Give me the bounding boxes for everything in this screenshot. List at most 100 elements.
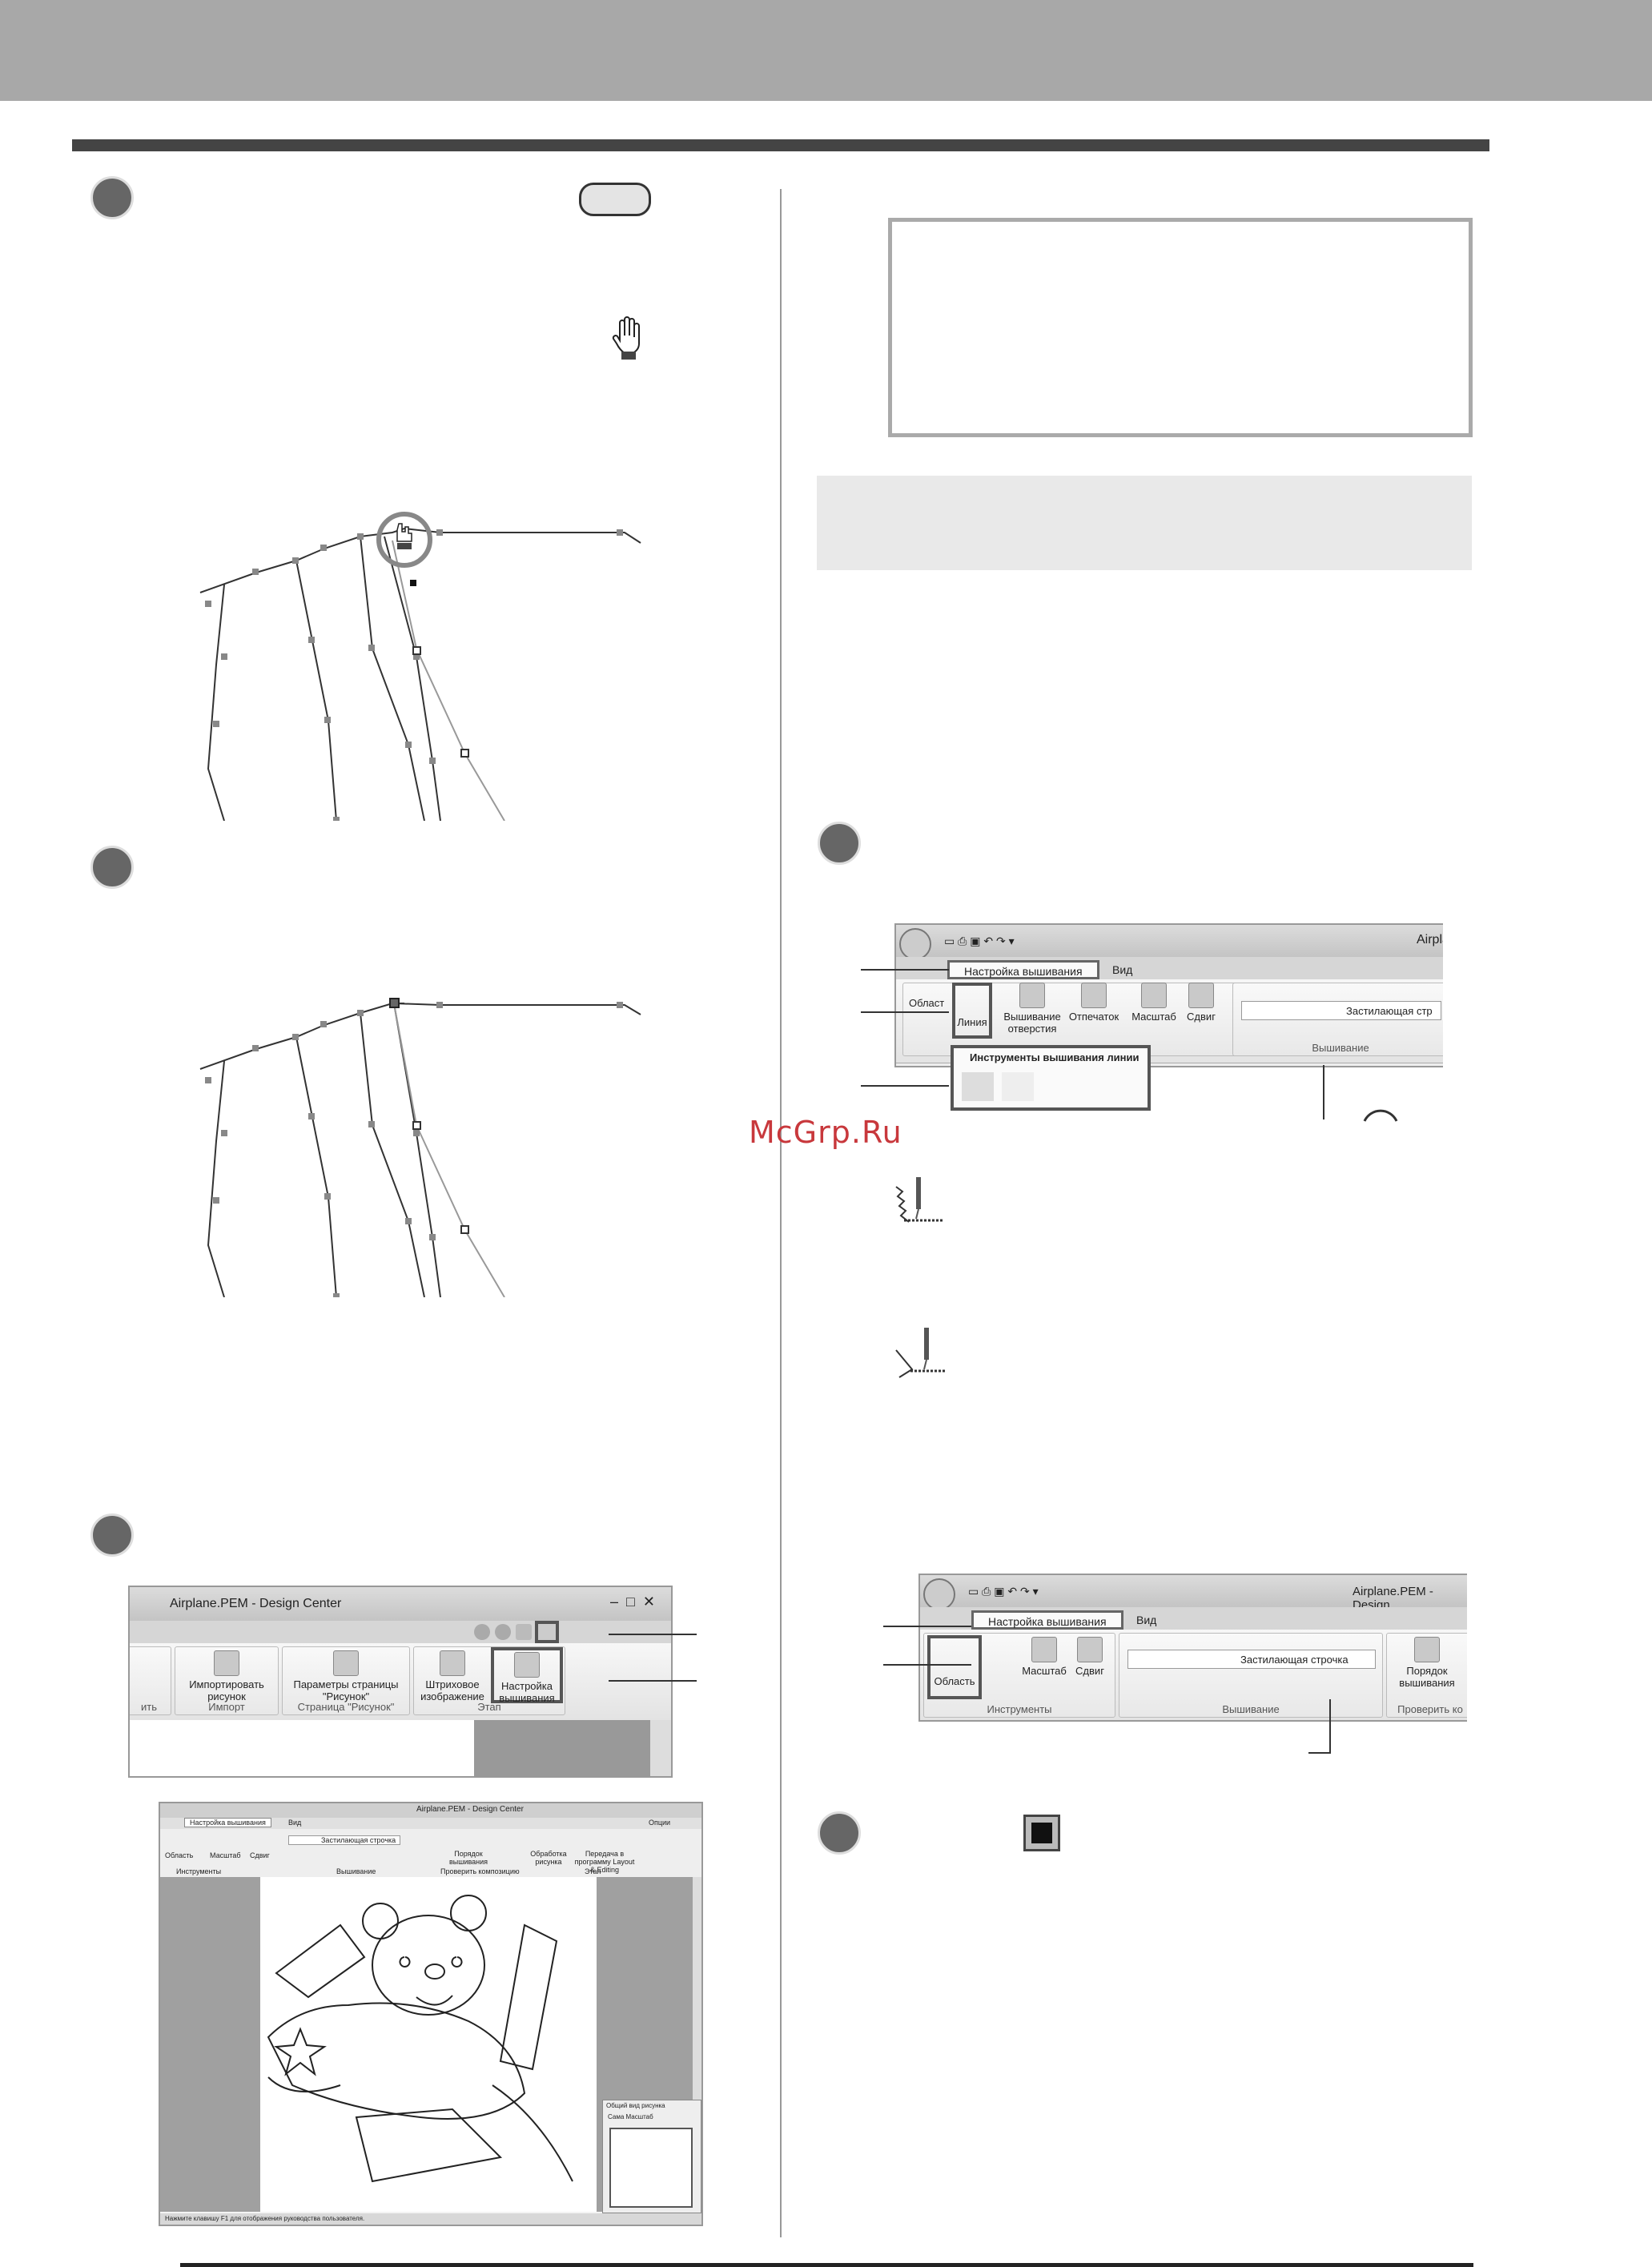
options-menu[interactable]: Опции: [649, 1819, 671, 1827]
area-tools-ribbon: ▭ ⎙ ▣ ↶ ↷ ▾ Airplane.PEM - Design Настро…: [918, 1574, 1467, 1722]
partial-circle-marker: [1363, 1109, 1398, 1122]
window-title: Airplane.PEM - Design Center: [170, 1597, 342, 1610]
stamp-button[interactable]: Отпечаток: [1066, 983, 1122, 1023]
hole-sewing-icon: [1019, 983, 1045, 1008]
step-marker-2: [90, 846, 134, 889]
sewing-order-button[interactable]: Порядок вышивания: [448, 1850, 488, 1866]
bear-airplane-drawing: [267, 1895, 573, 2183]
status-bar-text: Нажмите клавишу F1 для отображения руков…: [165, 2215, 365, 2222]
hand-icon: [1188, 983, 1214, 1008]
sewing-settings-icon: [514, 1652, 540, 1678]
callout-line-dropdown: [861, 1085, 949, 1087]
sewing-order-icon: [1414, 1637, 1440, 1662]
note-box: [888, 218, 1473, 437]
outline-edit-figure-before: [199, 512, 641, 821]
app-menu-button[interactable]: [923, 1578, 955, 1610]
sewing-settings-button[interactable]: Настройка вышивания: [491, 1647, 563, 1704]
stitch-type-select[interactable]: Застилающая строчка: [288, 1835, 400, 1845]
tab-view[interactable]: Вид: [1136, 1614, 1157, 1626]
stage-icon-2[interactable]: [495, 1624, 511, 1640]
airplane-window: Airplane.PEM - Design Center Настройка в…: [159, 1802, 703, 2226]
sewing-order-button[interactable]: Порядок вышивания: [1387, 1637, 1467, 1689]
callout-line-1: [609, 1634, 697, 1635]
pan-tool[interactable]: Сдвиг: [250, 1851, 270, 1859]
check-group-label: Проверить ко: [1397, 1703, 1463, 1715]
step-marker-5: [818, 1811, 861, 1855]
quick-access-toolbar[interactable]: ▭ ⎙ ▣ ↶ ↷ ▾: [944, 935, 1015, 947]
zigzag-line-stitch-icon: [895, 1177, 944, 1223]
callout-line-select: [1323, 1065, 1324, 1119]
stage-label: Этап: [585, 1867, 601, 1875]
import-group-label: Импорт: [208, 1701, 245, 1713]
stage-icon-1[interactable]: [474, 1624, 490, 1640]
sewing-group-label: Вышивание: [1312, 1042, 1369, 1054]
group-label-partial: ить: [141, 1701, 157, 1713]
header-rule: [72, 139, 1489, 151]
line-image-button[interactable]: Штриховое изображение: [417, 1650, 488, 1702]
stitch-type-select[interactable]: Застилающая стр: [1241, 1001, 1441, 1020]
image-processing-button[interactable]: Обработка рисунка: [530, 1850, 567, 1866]
line-button[interactable]: Линия: [952, 983, 992, 1039]
zoom-button[interactable]: Масштаб: [1020, 1637, 1068, 1677]
line-image-icon: [440, 1650, 465, 1676]
vertical-scrollbar[interactable]: [693, 1877, 701, 2212]
tab-view[interactable]: Вид: [288, 1819, 302, 1827]
tools-group-label: Инструменты: [176, 1867, 222, 1875]
tab-sewing-settings[interactable]: Настройка вышивания: [184, 1818, 271, 1827]
hole-sewing-button[interactable]: Вышивание отверстия: [1000, 983, 1064, 1035]
tab-sewing-settings[interactable]: Настройка вышивания: [971, 1610, 1123, 1630]
tab-sewing-settings[interactable]: Настройка вышивания: [947, 960, 1099, 979]
canvas-area: [130, 1720, 474, 1776]
transfer-layout-button[interactable]: Передача в программу Layout & Editing: [574, 1850, 635, 1874]
quick-access-toolbar[interactable]: ▭ ⎙ ▣ ↶ ↷ ▾: [968, 1585, 1039, 1598]
window-controls: – □ ✕: [610, 1594, 655, 1610]
tab-view[interactable]: Вид: [1112, 963, 1133, 976]
straight-line-tool-icon[interactable]: [1002, 1072, 1034, 1101]
stamp-icon: [1081, 983, 1107, 1008]
window-title-partial: Airpla: [1417, 933, 1443, 947]
step-marker-1: [90, 176, 134, 219]
header-band: [0, 0, 1652, 101]
area-button[interactable]: Область: [927, 1635, 982, 1699]
zoom-tool[interactable]: Масштаб: [210, 1851, 241, 1859]
overview-thumbnail[interactable]: [609, 2128, 693, 2208]
import-image-icon: [214, 1650, 239, 1676]
overview-panel: Общий вид рисунка Сама Масштаб: [602, 2100, 701, 2213]
sewing-group-label: Вышивание: [336, 1867, 376, 1875]
color-swatch-icon: [1023, 1815, 1060, 1851]
zigzag-line-tool-icon[interactable]: [962, 1072, 994, 1101]
canvas-left-margin: [160, 1877, 260, 2212]
area-button[interactable]: Област: [909, 997, 945, 1009]
stage-icon-3[interactable]: [516, 1624, 532, 1640]
check-composition-label: Проверить композицию: [440, 1867, 520, 1875]
line-tools-ribbon: ▭ ⎙ ▣ ↶ ↷ ▾ Airpla Настройка вышивания В…: [894, 923, 1443, 1119]
tools-group-label: Инструменты: [987, 1703, 1052, 1715]
column-divider: [780, 189, 782, 2237]
image-page-settings-button[interactable]: Параметры страницы "Рисунок": [283, 1650, 409, 1702]
watermark: McGrp.Ru: [749, 1115, 902, 1150]
straight-line-stitch-icon: [895, 1328, 946, 1378]
stitch-type-select[interactable]: Застилающая строчка: [1127, 1650, 1376, 1669]
sewing-settings-stage-icon[interactable]: [535, 1621, 559, 1643]
callout-area-tab: [883, 1626, 971, 1627]
pan-button[interactable]: Сдвиг: [1070, 1637, 1110, 1677]
stage-group-label: Этап: [477, 1701, 501, 1713]
callout-area-select: [1329, 1699, 1331, 1752]
scrollbar[interactable]: [650, 1720, 671, 1776]
zoom-button[interactable]: Масштаб: [1130, 983, 1178, 1023]
overview-tab[interactable]: Сама Масштаб: [608, 2113, 653, 2120]
app-menu-button[interactable]: [899, 928, 931, 960]
design-canvas[interactable]: [260, 1877, 597, 2212]
design-center-window: Airplane.PEM - Design Center – □ ✕ ить И…: [128, 1586, 673, 1778]
area-tool[interactable]: Область: [165, 1851, 194, 1859]
magnifier-icon: [1031, 1637, 1057, 1662]
pan-button[interactable]: Сдвиг: [1181, 983, 1221, 1023]
image-page-group-label: Страница "Рисунок": [297, 1701, 395, 1713]
sewing-group-label: Вышивание: [1222, 1703, 1280, 1715]
step-marker-4: [818, 822, 861, 865]
footer-rule: [180, 2263, 1473, 2267]
callout-line-tab: [861, 969, 949, 971]
airplane-window-title: Airplane.PEM - Design Center: [416, 1805, 524, 1814]
import-image-button[interactable]: Импортировать рисунок: [175, 1650, 278, 1702]
callout-line-button: [861, 1011, 949, 1013]
